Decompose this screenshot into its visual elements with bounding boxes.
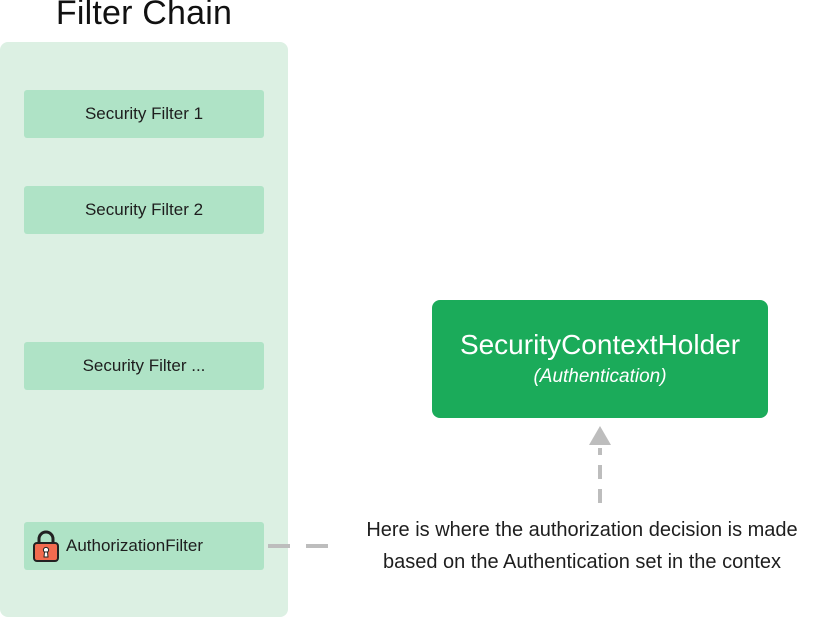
- holder-title: SecurityContextHolder: [459, 329, 741, 360]
- security-context-holder: SecurityContextHolder (Authentication): [432, 300, 768, 418]
- lock-icon: [33, 530, 59, 562]
- filter-chain-title: Filter Chain: [55, 0, 233, 32]
- security-filter-1: Security Filter 1: [24, 90, 264, 138]
- filter-label: Security Filter 2: [84, 200, 204, 219]
- filter-label: AuthorizationFilter: [66, 536, 204, 555]
- filter-label: Security Filter ...: [82, 356, 206, 375]
- arrowhead-icon: [589, 426, 611, 445]
- security-filter-ellipsis: Security Filter ...: [24, 342, 264, 390]
- note-line-2: based on the Authentication set in the c…: [382, 551, 782, 573]
- security-filter-2: Security Filter 2: [24, 186, 264, 234]
- note-line-1: Here is where the authorization decision…: [366, 519, 798, 541]
- authorization-filter: AuthorizationFilter: [24, 522, 264, 570]
- filter-label: Security Filter 1: [84, 104, 204, 123]
- authorization-note: Here is where the authorization decision…: [336, 514, 828, 578]
- filter-chain-panel: Security Filter 1 Security Filter 2 Secu…: [0, 42, 288, 617]
- holder-subtitle: (Authentication): [533, 366, 667, 387]
